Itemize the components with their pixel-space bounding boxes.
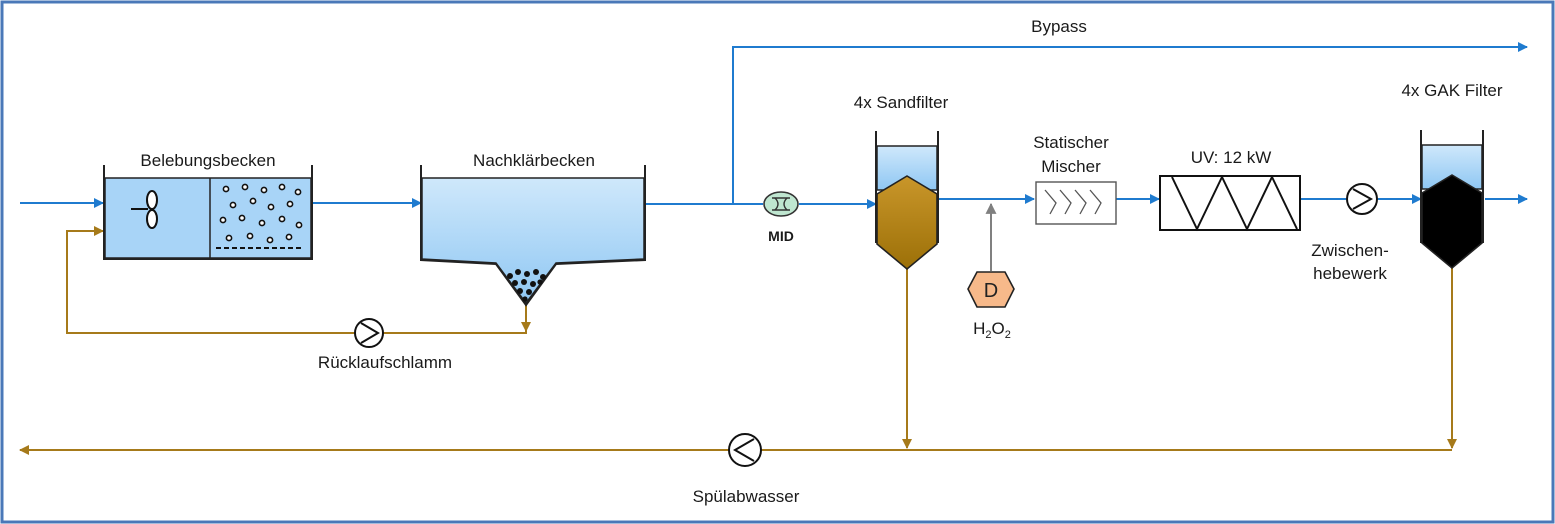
- sandfilter: [875, 131, 939, 271]
- nachklaerbecken-walls: [420, 165, 646, 307]
- water-lines: [20, 42, 1528, 209]
- dosing-pump-icon: [967, 271, 1015, 308]
- gak-walls: [1420, 130, 1484, 243]
- pump-icon: [728, 433, 762, 467]
- belebungsbecken-label: Belebungsbecken: [140, 151, 275, 170]
- pump-icon: [1346, 183, 1378, 215]
- flowmeter-icon: [763, 191, 799, 217]
- zwischen-label-1: Zwischen-: [1311, 241, 1388, 260]
- belebungsbecken-walls: [103, 165, 313, 260]
- aeration-bubbles: [219, 183, 303, 244]
- static-mixer-icon: [1035, 181, 1117, 225]
- sandfilter-media: [876, 175, 938, 271]
- sandfilter-label: 4x Sandfilter: [854, 93, 949, 112]
- propeller-icon: [131, 190, 158, 229]
- sludge-particles: [507, 269, 546, 302]
- gak-filter: [1420, 130, 1484, 270]
- mischer-label-1: Statischer: [1033, 133, 1109, 152]
- mischer-label-2: Mischer: [1041, 157, 1101, 176]
- gak-media: [1421, 174, 1483, 270]
- gak-label: 4x GAK Filter: [1401, 81, 1502, 100]
- nachklaerbecken: [420, 165, 646, 307]
- belebungsbecken-water: [104, 177, 312, 259]
- bypass-label: Bypass: [1031, 17, 1087, 36]
- uv-reactor-icon: [1159, 174, 1301, 232]
- spuel-label: Spülabwasser: [693, 487, 800, 506]
- h2o2-label: H2O2: [973, 319, 1011, 341]
- dosing-letter: D: [984, 280, 998, 302]
- zwischen-label-2: hebewerk: [1313, 264, 1387, 283]
- ruecklauf-label: Rücklaufschlamm: [318, 353, 452, 372]
- bypass-line: [732, 42, 1528, 204]
- sandfilter-walls: [875, 131, 939, 243]
- belebungsbecken: [103, 165, 313, 260]
- nachklaerbecken-label: Nachklärbecken: [473, 151, 595, 170]
- pump-icon: [354, 318, 384, 348]
- uv-label: UV: 12 kW: [1191, 148, 1272, 167]
- mid-label: MID: [768, 228, 794, 244]
